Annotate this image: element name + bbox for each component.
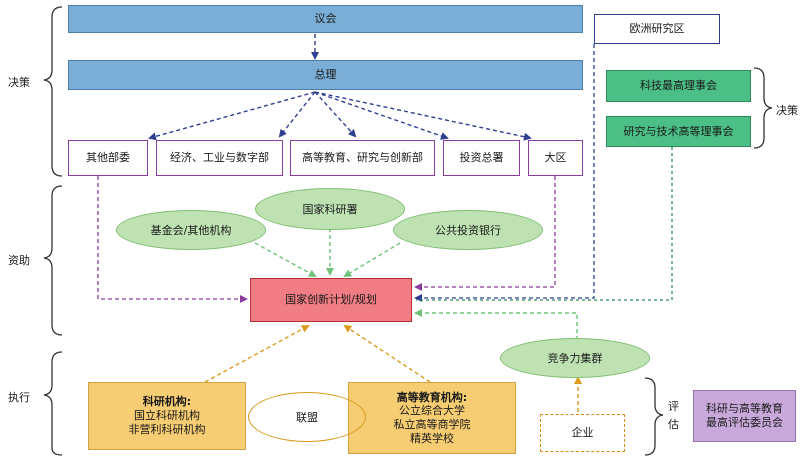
investment-office-box: 投资总署	[443, 140, 520, 176]
clusters-ellipse: 竞争力集群	[500, 338, 650, 378]
arrow-highered-plan	[343, 324, 431, 383]
higher-ed-ministry-box: 高等教育、研究与创新部	[290, 140, 435, 176]
research-institutions-box: 科研机构: 国立科研机构 非营利科研机构	[88, 382, 246, 450]
evaluation-council-line1: 科研与高等教育	[706, 402, 783, 416]
economy-ministry-box: 经济、工业与数字部	[156, 140, 283, 176]
alliance-ellipse: 联盟	[248, 392, 366, 442]
arrow-regions-to-plan	[414, 176, 556, 291]
research-council-box: 研究与技术高等理事会	[606, 116, 751, 147]
higher-ed-line2: 私立高等商学院	[393, 418, 471, 431]
higher-ed-institutions-box: 高等教育机构: 公立综合大学 私立高等商学院 精英学校	[348, 382, 516, 454]
parliament-box: 议会	[68, 5, 583, 33]
arrow-premier-other	[148, 91, 316, 141]
higher-ed-line1: 公立综合大学	[399, 404, 465, 418]
label-decision-right: 决策	[776, 104, 798, 117]
higher-ed-title: 高等教育机构:	[396, 390, 468, 404]
research-institutions-line2: 非营利科研机构	[128, 422, 206, 436]
other-ministries-box: 其他部委	[68, 140, 148, 176]
brace-decision-left	[43, 6, 63, 177]
arrow-premier-highered	[314, 91, 357, 138]
national-plan-box: 国家创新计划/规划	[250, 278, 412, 322]
research-institutions-title: 科研机构:	[142, 395, 192, 409]
label-execution: 执行	[8, 391, 30, 404]
brace-funding	[43, 185, 63, 336]
arrow-premier-investment	[314, 91, 449, 140]
brace-decision-right	[753, 67, 773, 149]
label-evaluation-1: 评	[668, 400, 679, 413]
arrow-bpi-plan	[343, 242, 401, 278]
arrow-cluster-plan	[414, 309, 578, 340]
premier-box: 总理	[68, 60, 583, 90]
arrow-other-to-plan	[97, 176, 248, 303]
research-institutions-line1: 国立科研机构	[134, 409, 200, 423]
brace-execution	[43, 351, 63, 456]
arrow-european-to-plan	[414, 44, 595, 302]
evaluation-council-box: 科研与高等教育 最高评估委员会	[693, 390, 796, 442]
regions-box: 大区	[528, 140, 583, 176]
label-decision-left: 决策	[8, 76, 30, 89]
arrow-council-to-plan	[416, 147, 673, 301]
top-council-box: 科技最高理事会	[606, 70, 751, 102]
brace-evaluation	[644, 377, 664, 456]
label-evaluation-2: 估	[668, 418, 679, 431]
european-research-area-box: 欧洲研究区	[594, 14, 720, 44]
arrow-research-plan	[204, 325, 310, 383]
arrow-premier-regions	[314, 91, 532, 141]
label-funding: 资助	[8, 254, 30, 267]
enterprises-box: 企业	[540, 414, 625, 452]
arrow-foundations-plan	[254, 242, 317, 277]
arrow-premier-economy	[278, 91, 316, 138]
anr-ellipse: 国家科研署	[255, 188, 405, 230]
evaluation-council-line2: 最高评估委员会	[706, 416, 783, 429]
higher-ed-line3: 精英学校	[410, 431, 454, 445]
foundations-ellipse: 基金会/其他机构	[116, 210, 266, 250]
bpi-ellipse: 公共投资银行	[393, 210, 543, 250]
